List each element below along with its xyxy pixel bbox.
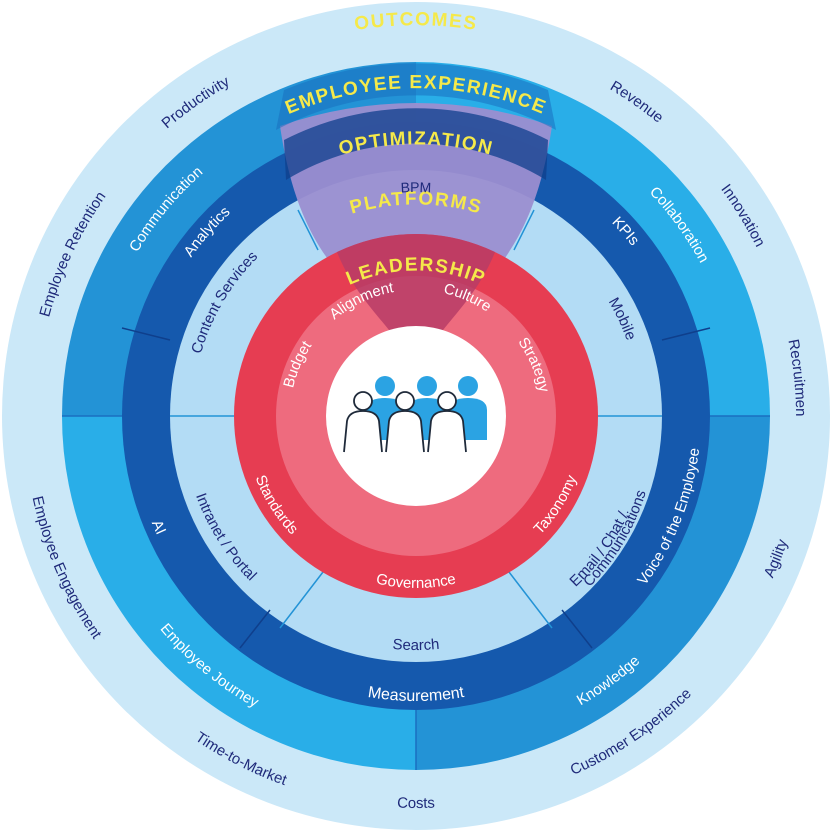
outcome-costs: Costs (397, 795, 435, 812)
platform-bpm: BPM (400, 179, 431, 195)
leadership-governance: Governance (375, 571, 458, 593)
outcomes-highlight-wedge (280, 103, 552, 360)
platform-dividers (170, 209, 662, 629)
experience-dividers (62, 415, 770, 770)
leadership-highlight (330, 234, 502, 370)
optimization-dividers (121, 327, 711, 649)
optimization-measurement: Measurement (367, 684, 466, 705)
optimization-ai: AI (148, 518, 169, 538)
people-group-icon (343, 376, 487, 453)
platform-search: Search (392, 636, 440, 654)
